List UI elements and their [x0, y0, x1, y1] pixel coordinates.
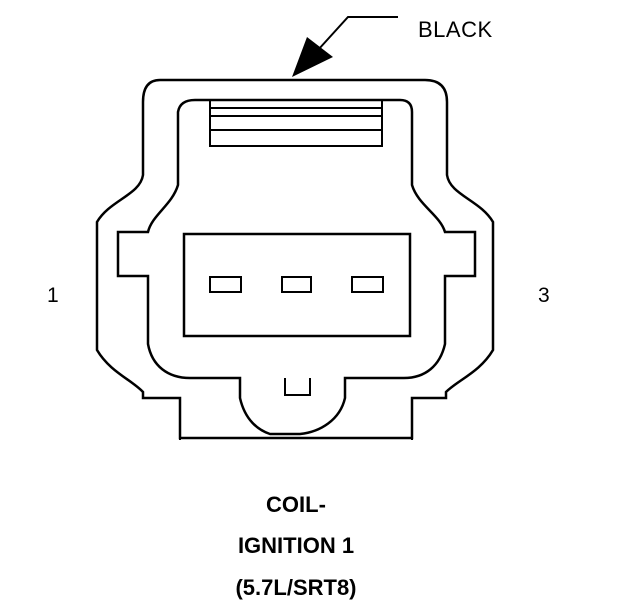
- callout-line: [317, 16, 398, 51]
- terminal-slot-3: [351, 276, 384, 293]
- callout-leader: [317, 16, 398, 51]
- terminal-slot-2: [281, 276, 312, 293]
- pin-number-right: 3: [538, 284, 550, 307]
- caption-line-1: COIL-: [266, 492, 326, 517]
- pin-cavity-block: [182, 232, 412, 338]
- latch-tab-body: [209, 99, 383, 147]
- callout-arrowhead: [292, 37, 333, 77]
- pin-number-left: 1: [47, 284, 59, 307]
- connector-outer-housing: [95, 78, 495, 440]
- terminal-slot-1: [209, 276, 242, 293]
- connector-inner-face: [116, 98, 477, 436]
- latch-tab: [209, 99, 383, 147]
- caption-line-2: IGNITION 1: [237, 533, 355, 558]
- caption-line-3: (5.7L/SRT8): [235, 575, 357, 600]
- keyway-notch: [284, 378, 311, 396]
- callout-label-black: BLACK: [418, 17, 493, 42]
